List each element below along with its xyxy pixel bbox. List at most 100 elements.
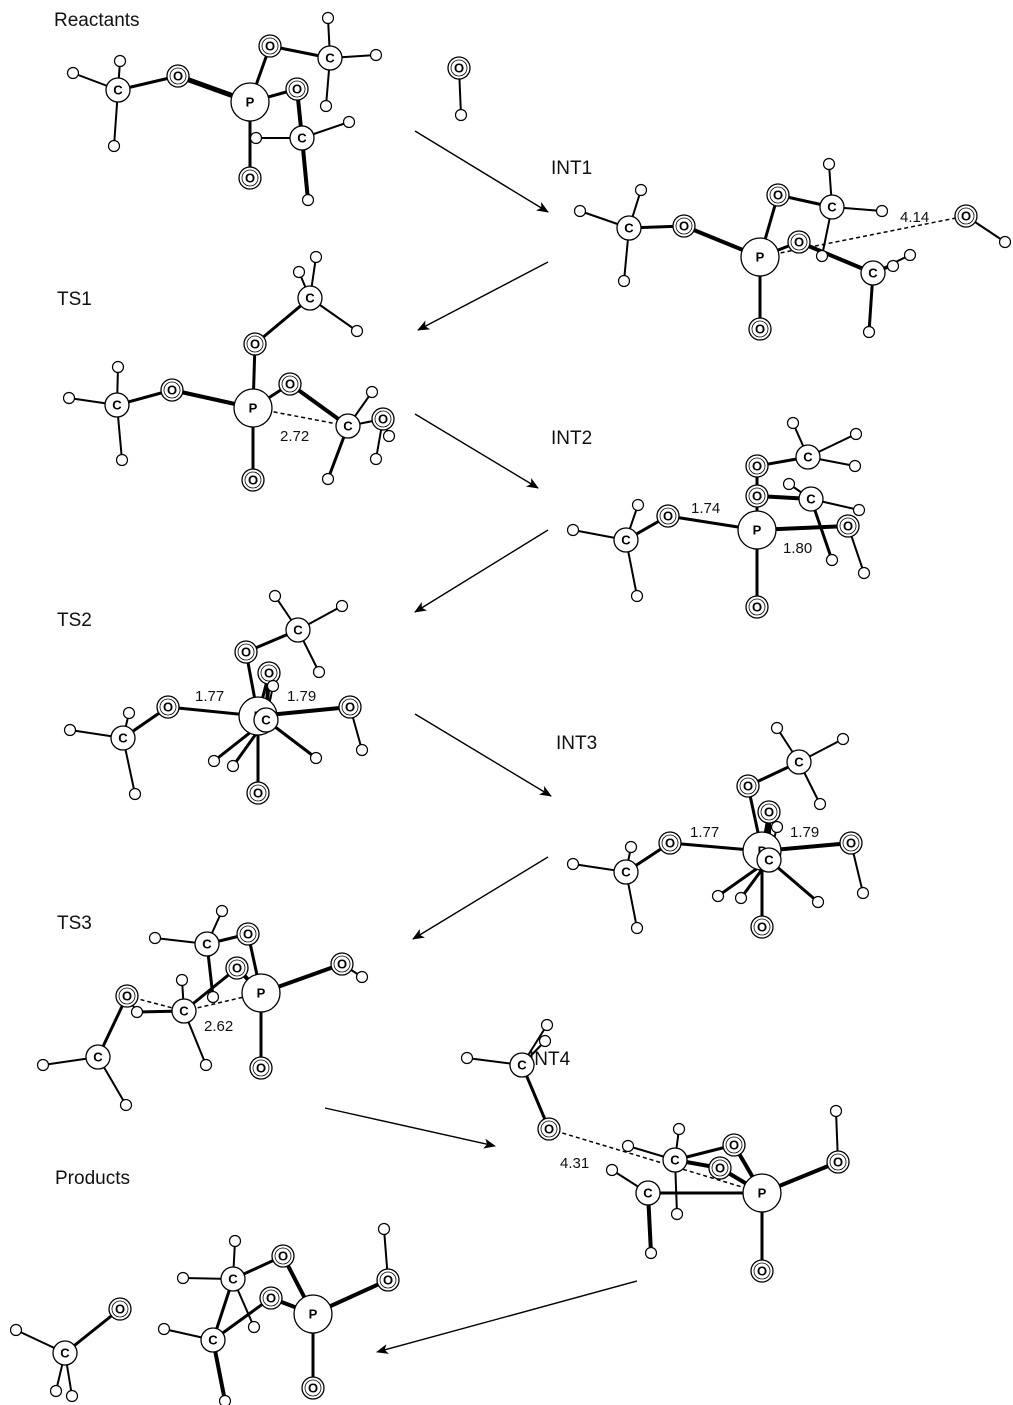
- oxygen-atom-symbol: O: [266, 1291, 276, 1306]
- oxygen-atom-symbol: O: [292, 82, 302, 97]
- reaction-arrow: [414, 713, 552, 797]
- carbon-atom: [104, 392, 130, 418]
- carbon-atom: [786, 749, 812, 775]
- hydrogen-atom: [199, 1058, 213, 1072]
- carbon-atom: [635, 1180, 661, 1206]
- carbon-atom-symbol: C: [261, 713, 271, 728]
- carbon-atom-symbol: C: [343, 419, 353, 434]
- oxygen-atom-ring: [379, 1271, 397, 1289]
- carbon-atom-symbol: C: [621, 865, 631, 880]
- carbon-atom-symbol: C: [621, 533, 631, 548]
- hydrogen-atom: [815, 249, 829, 263]
- hydrogen-atom: [130, 1005, 144, 1019]
- stage-label-products: Products: [55, 1168, 130, 1189]
- carbon-atom: [285, 617, 311, 643]
- carbon-atom-symbol: C: [202, 937, 212, 952]
- stage-label-int3: INT3: [556, 733, 597, 754]
- oxygen-atom-symbol: O: [665, 836, 675, 851]
- oxygen-atom-symbol: O: [544, 1122, 554, 1137]
- oxygen-atom-symbol: O: [163, 700, 173, 715]
- oxygen-atom-ring: [540, 1120, 558, 1138]
- oxygen-atom-ring: [842, 834, 860, 852]
- phosphorus-atom-symbol: P: [249, 401, 258, 416]
- hydrogen-atom: [36, 1058, 50, 1072]
- hydrogen-atom: [852, 503, 866, 517]
- hydrogen-atom: [538, 1034, 552, 1048]
- hydrogen-atom: [836, 732, 850, 746]
- oxygen-atom-symbol: O: [383, 1273, 393, 1288]
- carbon-atom-symbol: C: [624, 221, 634, 236]
- hydrogen-atom: [266, 679, 280, 693]
- hydrogen-atom: [350, 324, 364, 338]
- oxygen-atom-symbol: O: [378, 412, 388, 427]
- oxygen-atom-ring: [725, 1136, 743, 1154]
- hydrogen-atom: [292, 265, 306, 279]
- carbon-atom-symbol: C: [305, 291, 315, 306]
- carbon-atom: [795, 444, 821, 470]
- oxygen-atom-ring: [333, 955, 351, 973]
- carbon-atom: [798, 486, 824, 512]
- distance-label-int3-1-77: 1.77: [690, 824, 719, 841]
- phosphorus-atom-symbol: P: [758, 1186, 767, 1201]
- phosphorus-atom: [230, 82, 270, 122]
- oxygen-atom-ring: [760, 803, 778, 821]
- phosphorus-atom-symbol: P: [257, 986, 266, 1001]
- oxygen-atom-ring: [748, 457, 766, 475]
- oxygen-atom-ring: [228, 959, 246, 977]
- hydrogen-atom: [711, 889, 725, 903]
- distance-label-int2-1-80: 1.80: [783, 540, 812, 557]
- hydrogen-atom: [617, 274, 631, 288]
- hydrogen-atom: [319, 99, 333, 113]
- hydrogen-atom: [9, 1323, 23, 1337]
- carbon-atom-symbol: C: [517, 1058, 527, 1073]
- carbon-atom: [171, 998, 197, 1024]
- carbon-atom: [317, 45, 343, 71]
- hydrogen-atom: [128, 787, 142, 801]
- distance-label-ts2-1-79: 1.79: [287, 688, 316, 705]
- carbon-atom: [297, 285, 323, 311]
- oxygen-atom-ring: [748, 487, 766, 505]
- carbon-atom: [335, 413, 361, 439]
- hydrogen-atom: [215, 904, 229, 918]
- carbon-atom: [662, 1147, 688, 1173]
- carbon-atom: [194, 931, 220, 957]
- hydrogen-atom: [829, 1104, 843, 1118]
- hydrogen-atom: [148, 931, 162, 945]
- carbon-atom-symbol: C: [112, 398, 122, 413]
- oxygen-atom-symbol: O: [250, 337, 260, 352]
- hydrogen-atom: [107, 139, 121, 153]
- oxygen-atom-ring: [274, 1247, 292, 1265]
- hydrogen-atom: [460, 1051, 474, 1065]
- hydrogen-atom: [811, 895, 825, 909]
- oxygen-atom-symbol: O: [764, 805, 774, 820]
- reaction-arrow: [376, 1280, 638, 1354]
- carbon-atom-symbol: C: [806, 492, 816, 507]
- carbon-atom-symbol: C: [208, 1333, 218, 1348]
- oxygen-atom-symbol: O: [773, 188, 783, 203]
- carbon-atom-symbol: C: [297, 131, 307, 146]
- phosphorus-atom: [293, 1294, 333, 1334]
- distance-label-ts3-2-62: 2.62: [204, 1018, 233, 1035]
- hydrogen-atom: [813, 797, 827, 811]
- oxygen-atom-ring: [751, 320, 769, 338]
- distance-label-ts1-2-72: 2.72: [280, 428, 309, 445]
- hydrogen-atom: [670, 1207, 684, 1221]
- carbon-atom-symbol: C: [113, 83, 123, 98]
- stage-label-int2: INT2: [551, 428, 592, 449]
- hydrogen-atom: [770, 820, 784, 834]
- dashed-bond: [548, 1128, 763, 1194]
- oxygen-atom-ring: [239, 925, 257, 943]
- distance-label-int3-1-79: 1.79: [790, 824, 819, 841]
- oxygen-atom-symbol: O: [265, 39, 275, 54]
- hydrogen-atom: [624, 840, 638, 854]
- oxygen-atom-ring: [661, 834, 679, 852]
- hydrogen-atom: [247, 1320, 261, 1334]
- hydrogen-atom: [566, 857, 580, 871]
- hydrogen-atom: [218, 1394, 232, 1405]
